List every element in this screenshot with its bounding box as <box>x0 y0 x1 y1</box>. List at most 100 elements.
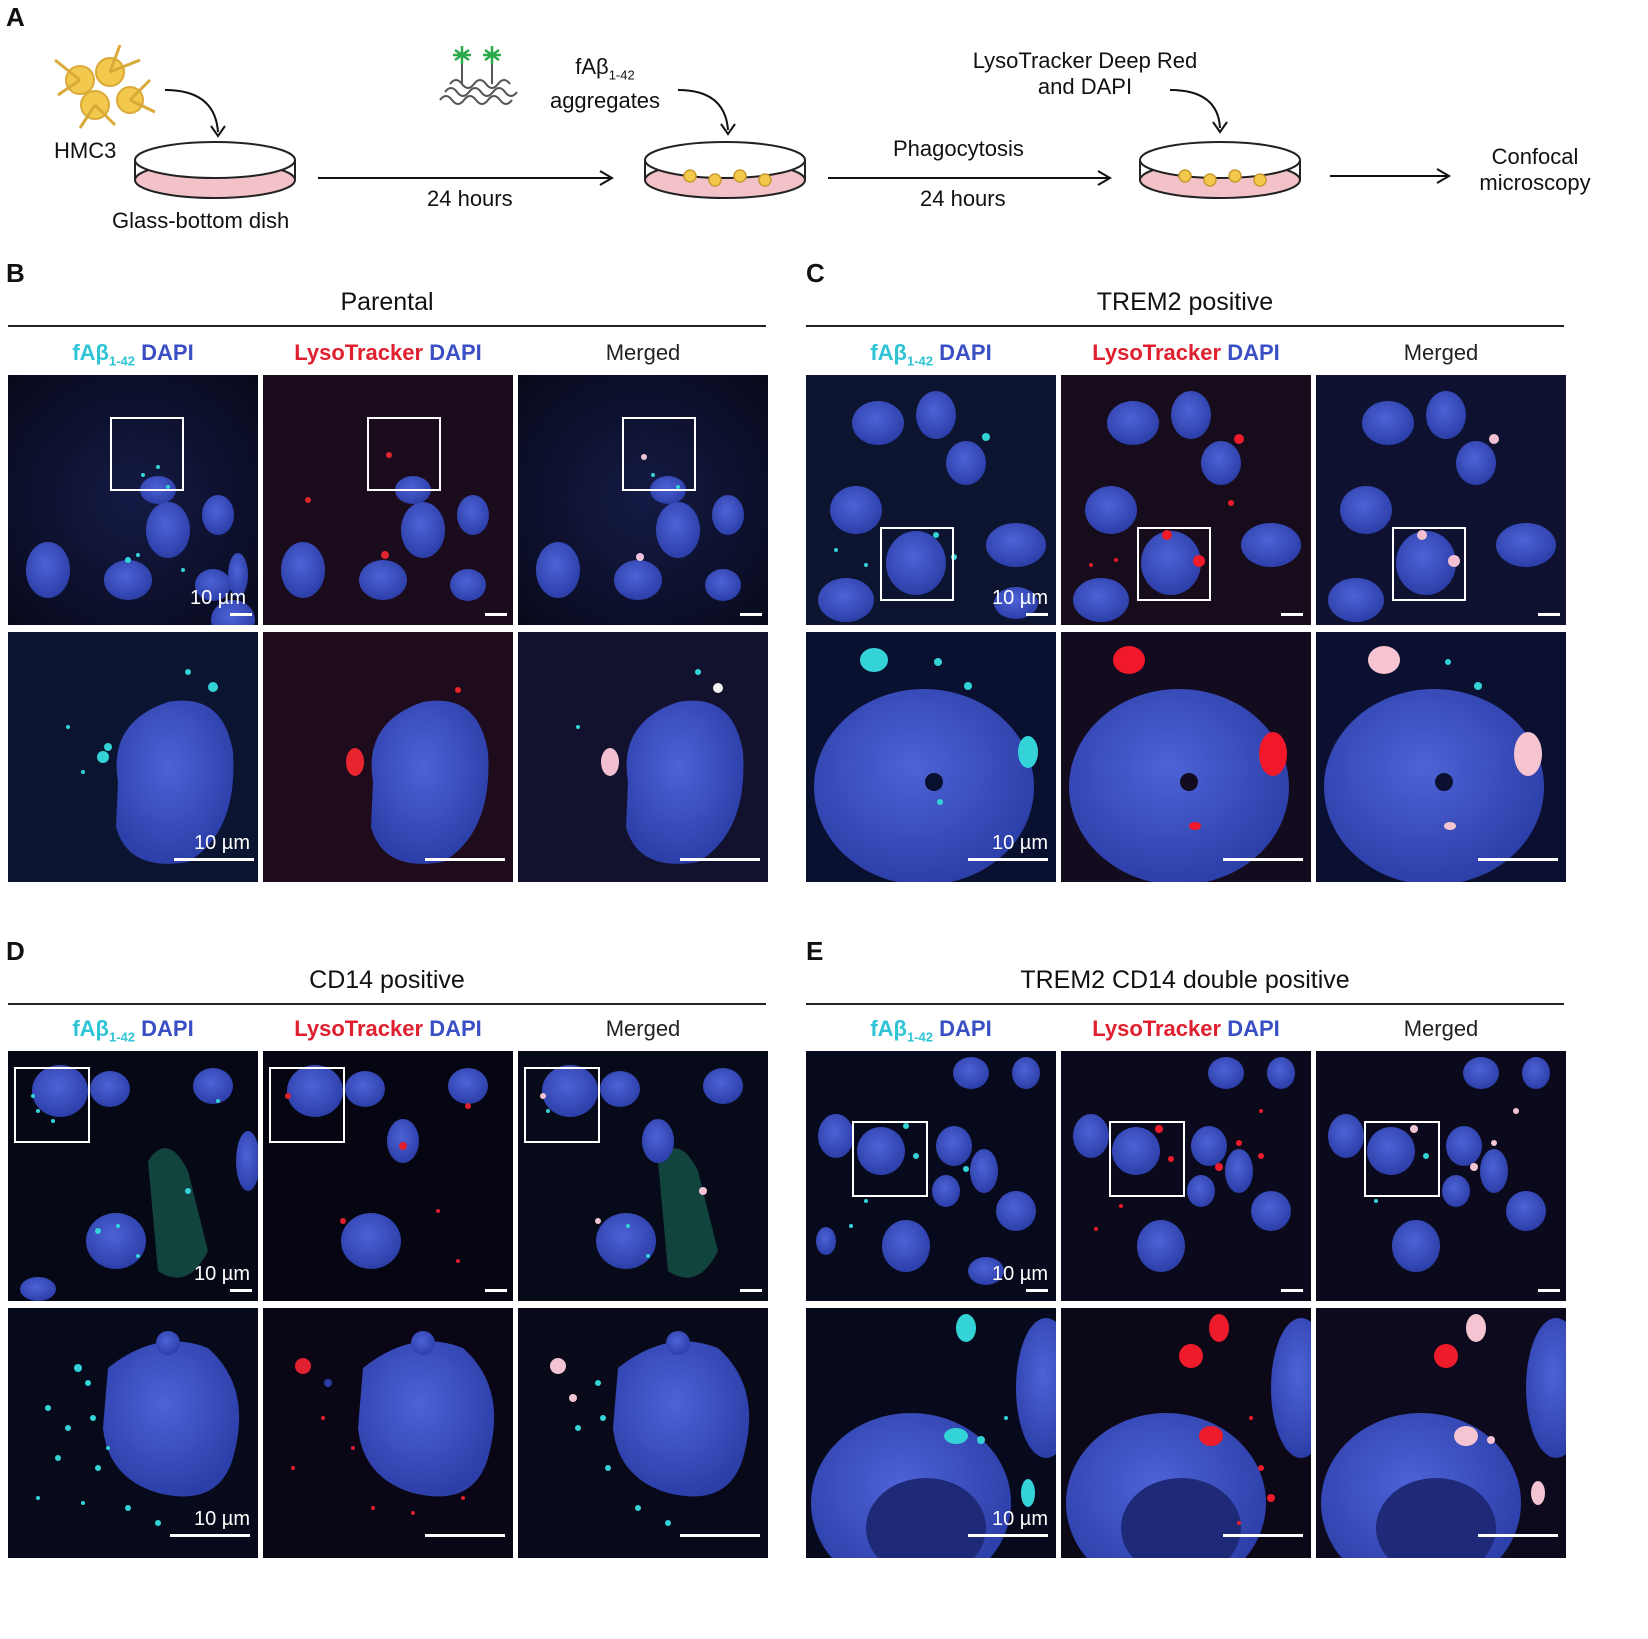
panel-b-lyso-dapi-label: LysoTracker DAPI <box>294 340 482 365</box>
panel-b-merged-label: Merged <box>605 340 681 365</box>
scale-bar-label: 10 µm <box>194 1263 250 1285</box>
scale-bar <box>1026 613 1048 616</box>
fluorescent-tag-icon <box>453 46 501 64</box>
step1-time-label: 24 hours <box>427 186 513 211</box>
fab-aggregates-label: fAβ1-42 aggregates <box>549 54 661 114</box>
hmc3-label: HMC3 <box>54 138 117 163</box>
panel-e-title: TREM2 CD14 double positive <box>1020 966 1350 994</box>
inset-box <box>1392 527 1466 601</box>
inset-box <box>269 1067 345 1143</box>
scale-bar-label: 10 µm <box>992 1263 1048 1285</box>
stain-label: LysoTracker Deep Red and DAPI <box>972 48 1198 99</box>
scale-bar-label: 10 µm <box>194 832 250 854</box>
scale-bar <box>968 1534 1048 1537</box>
inset-box <box>110 417 184 491</box>
micrograph-b-lyso-overview <box>263 375 513 625</box>
inset-box <box>367 417 441 491</box>
micrograph-e-fab-inset: 10 µm <box>806 1308 1056 1558</box>
micrograph-c-lyso-inset <box>1061 632 1311 882</box>
micrograph-c-fab-overview: 10 µm <box>806 375 1056 625</box>
panel-b-title: Parental <box>340 288 434 316</box>
phagocytosis-label: Phagocytosis <box>893 136 1024 161</box>
micrograph-e-merged-overview <box>1316 1051 1566 1301</box>
scale-bar <box>1281 613 1303 616</box>
micrograph-d-merged-inset <box>518 1308 768 1558</box>
scale-bar <box>174 858 254 861</box>
amyloid-fibril-icon <box>439 55 518 105</box>
curved-arrow-icon <box>677 89 729 131</box>
inset-box <box>880 527 954 601</box>
panel-e-rule <box>806 1003 1564 1005</box>
panel-c-title: TREM2 positive <box>1096 288 1274 316</box>
scale-bar <box>680 858 760 861</box>
dish-label: Glass-bottom dish <box>112 208 290 233</box>
scale-bar-label: 10 µm <box>190 587 246 609</box>
panel-letter-e: E <box>806 936 824 966</box>
scale-bar <box>740 1289 762 1292</box>
panel-d-merged-label: Merged <box>605 1016 681 1041</box>
scale-bar-label: 10 µm <box>992 832 1048 854</box>
petri-dish-with-cells-icon <box>1139 141 1301 199</box>
panel-letter-c: C <box>806 258 825 288</box>
panel-b-rule <box>8 325 766 327</box>
scale-bar <box>1538 613 1560 616</box>
petri-dish-with-cells-icon <box>644 141 806 199</box>
panel-c-lyso-dapi-label: LysoTracker DAPI <box>1092 340 1280 365</box>
scale-bar <box>425 858 505 861</box>
inset-box <box>14 1067 90 1143</box>
micrograph-b-fab-overview: 10 µm <box>8 375 258 625</box>
micrograph-e-lyso-inset <box>1061 1308 1311 1558</box>
microglia-cells-icon <box>54 44 156 129</box>
micrograph-d-merged-overview <box>518 1051 768 1301</box>
scale-bar <box>230 613 252 616</box>
micrograph-c-lyso-overview <box>1061 375 1311 625</box>
micrograph-d-lyso-inset <box>263 1308 513 1558</box>
panel-d-fab-dapi-label: fAβ1-42 DAPI <box>72 1016 194 1045</box>
scale-bar <box>230 1289 252 1292</box>
panel-e-fab-dapi-label: fAβ1-42 DAPI <box>870 1016 992 1045</box>
micrograph-b-merged-inset <box>518 632 768 882</box>
scale-bar-label: 10 µm <box>992 1508 1048 1530</box>
panel-d-lyso-dapi-label: LysoTracker DAPI <box>294 1016 482 1041</box>
inset-box <box>1109 1121 1185 1197</box>
curved-arrow-icon <box>164 89 219 133</box>
scale-bar <box>1026 1289 1048 1292</box>
inset-box <box>622 417 696 491</box>
scale-bar <box>1538 1289 1560 1292</box>
micrograph-c-merged-inset <box>1316 632 1566 882</box>
step2-time-label: 24 hours <box>920 186 1006 211</box>
confocal-label: Confocal microscopy <box>1479 144 1591 195</box>
panel-b-fab-dapi-label: fAβ1-42 DAPI <box>72 340 194 369</box>
micrograph-e-fab-overview: 10 µm <box>806 1051 1056 1301</box>
inset-box <box>852 1121 928 1197</box>
scale-bar-label: 10 µm <box>194 1508 250 1530</box>
micrograph-b-merged-overview <box>518 375 768 625</box>
workflow-schematic <box>54 44 1451 199</box>
micrograph-d-lyso-overview <box>263 1051 513 1301</box>
curved-arrow-icon <box>1169 89 1221 129</box>
scale-bar <box>1223 1534 1303 1537</box>
panel-c-rule <box>806 325 1564 327</box>
micrograph-d-fab-overview: 10 µm <box>8 1051 258 1301</box>
micrograph-d-fab-inset: 10 µm <box>8 1308 258 1558</box>
panel-d-title: CD14 positive <box>309 966 465 994</box>
micrograph-e-merged-inset <box>1316 1308 1566 1558</box>
scale-bar <box>485 613 507 616</box>
inset-box <box>1364 1121 1440 1197</box>
panel-letter-b: B <box>6 258 25 288</box>
scale-bar <box>1478 858 1558 861</box>
micrograph-e-lyso-overview <box>1061 1051 1311 1301</box>
panel-e-merged-label: Merged <box>1403 1016 1479 1041</box>
micrograph-b-fab-inset: 10 µm <box>8 632 258 882</box>
petri-dish-icon <box>134 141 296 199</box>
panel-c-fab-dapi-label: fAβ1-42 DAPI <box>870 340 992 369</box>
scale-bar <box>1478 1534 1558 1537</box>
scale-bar <box>968 858 1048 861</box>
scale-bar <box>425 1534 505 1537</box>
panel-letter-d: D <box>6 936 25 966</box>
scale-bar <box>740 613 762 616</box>
scale-bar <box>1281 1289 1303 1292</box>
micrograph-c-merged-overview <box>1316 375 1566 625</box>
panel-c-merged-label: Merged <box>1403 340 1479 365</box>
scale-bar <box>680 1534 760 1537</box>
